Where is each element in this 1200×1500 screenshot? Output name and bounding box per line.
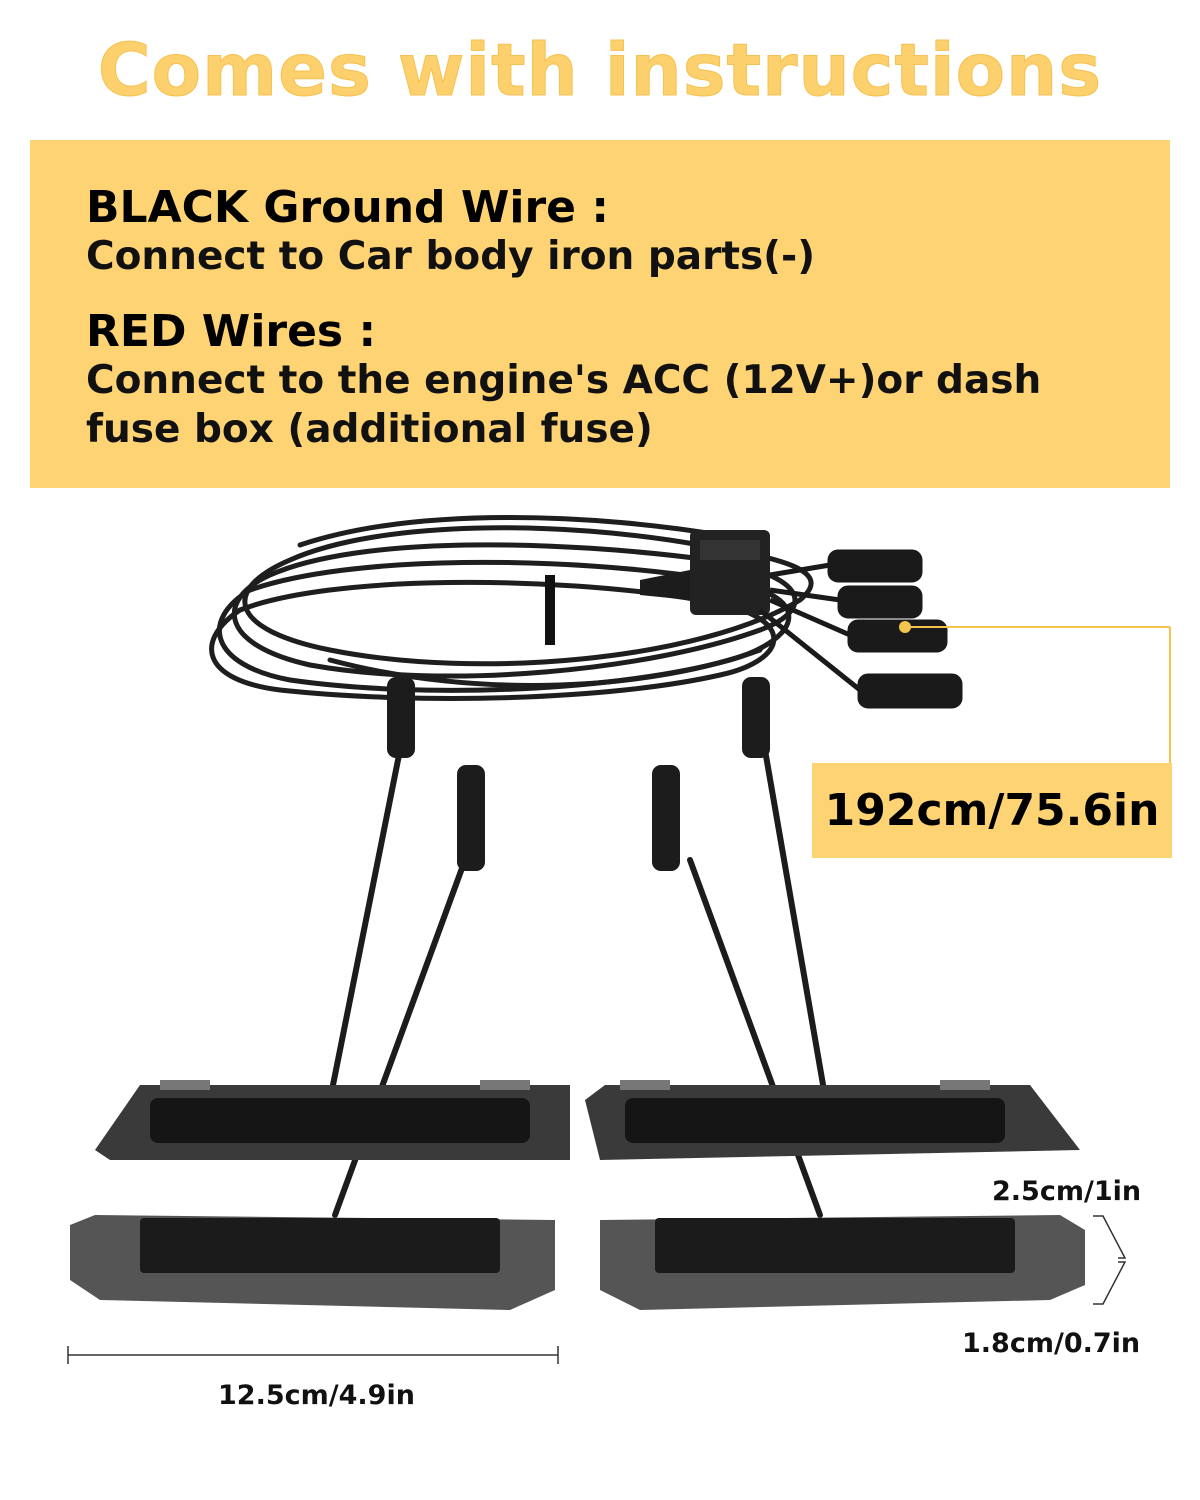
upper-light-housings <box>95 1080 1080 1160</box>
black-wire-text: Connect to Car body iron parts(-) <box>86 234 816 279</box>
length-label: 12.5cm/4.9in <box>218 1380 415 1411</box>
red-wire-title: RED Wires : <box>86 306 377 357</box>
coiled-cable <box>209 515 814 701</box>
red-wire-text-line2: fuse box (additional fuse) <box>86 407 653 452</box>
red-wire-text-line1: Connect to the engine's ACC (12V+)or das… <box>86 358 1042 403</box>
junction-box <box>640 530 770 615</box>
lower-led-bars <box>70 1215 1085 1310</box>
headline: Comes with instructions <box>97 28 1103 113</box>
black-wire-title: BLACK Ground Wire : <box>86 182 609 233</box>
height-bottom-label: 1.8cm/0.7in <box>962 1328 1141 1359</box>
height-dimension-brackets <box>1093 1215 1127 1305</box>
length-dimension-line <box>67 1346 559 1364</box>
length-leader <box>899 621 1171 763</box>
cable-length-label: 192cm/75.6in <box>812 763 1172 858</box>
height-top-label: 2.5cm/1in <box>992 1176 1142 1207</box>
branch-connectors <box>758 549 963 709</box>
instructions-panel: BLACK Ground Wire : Connect to Car body … <box>30 140 1170 488</box>
cable-tie <box>545 575 555 645</box>
